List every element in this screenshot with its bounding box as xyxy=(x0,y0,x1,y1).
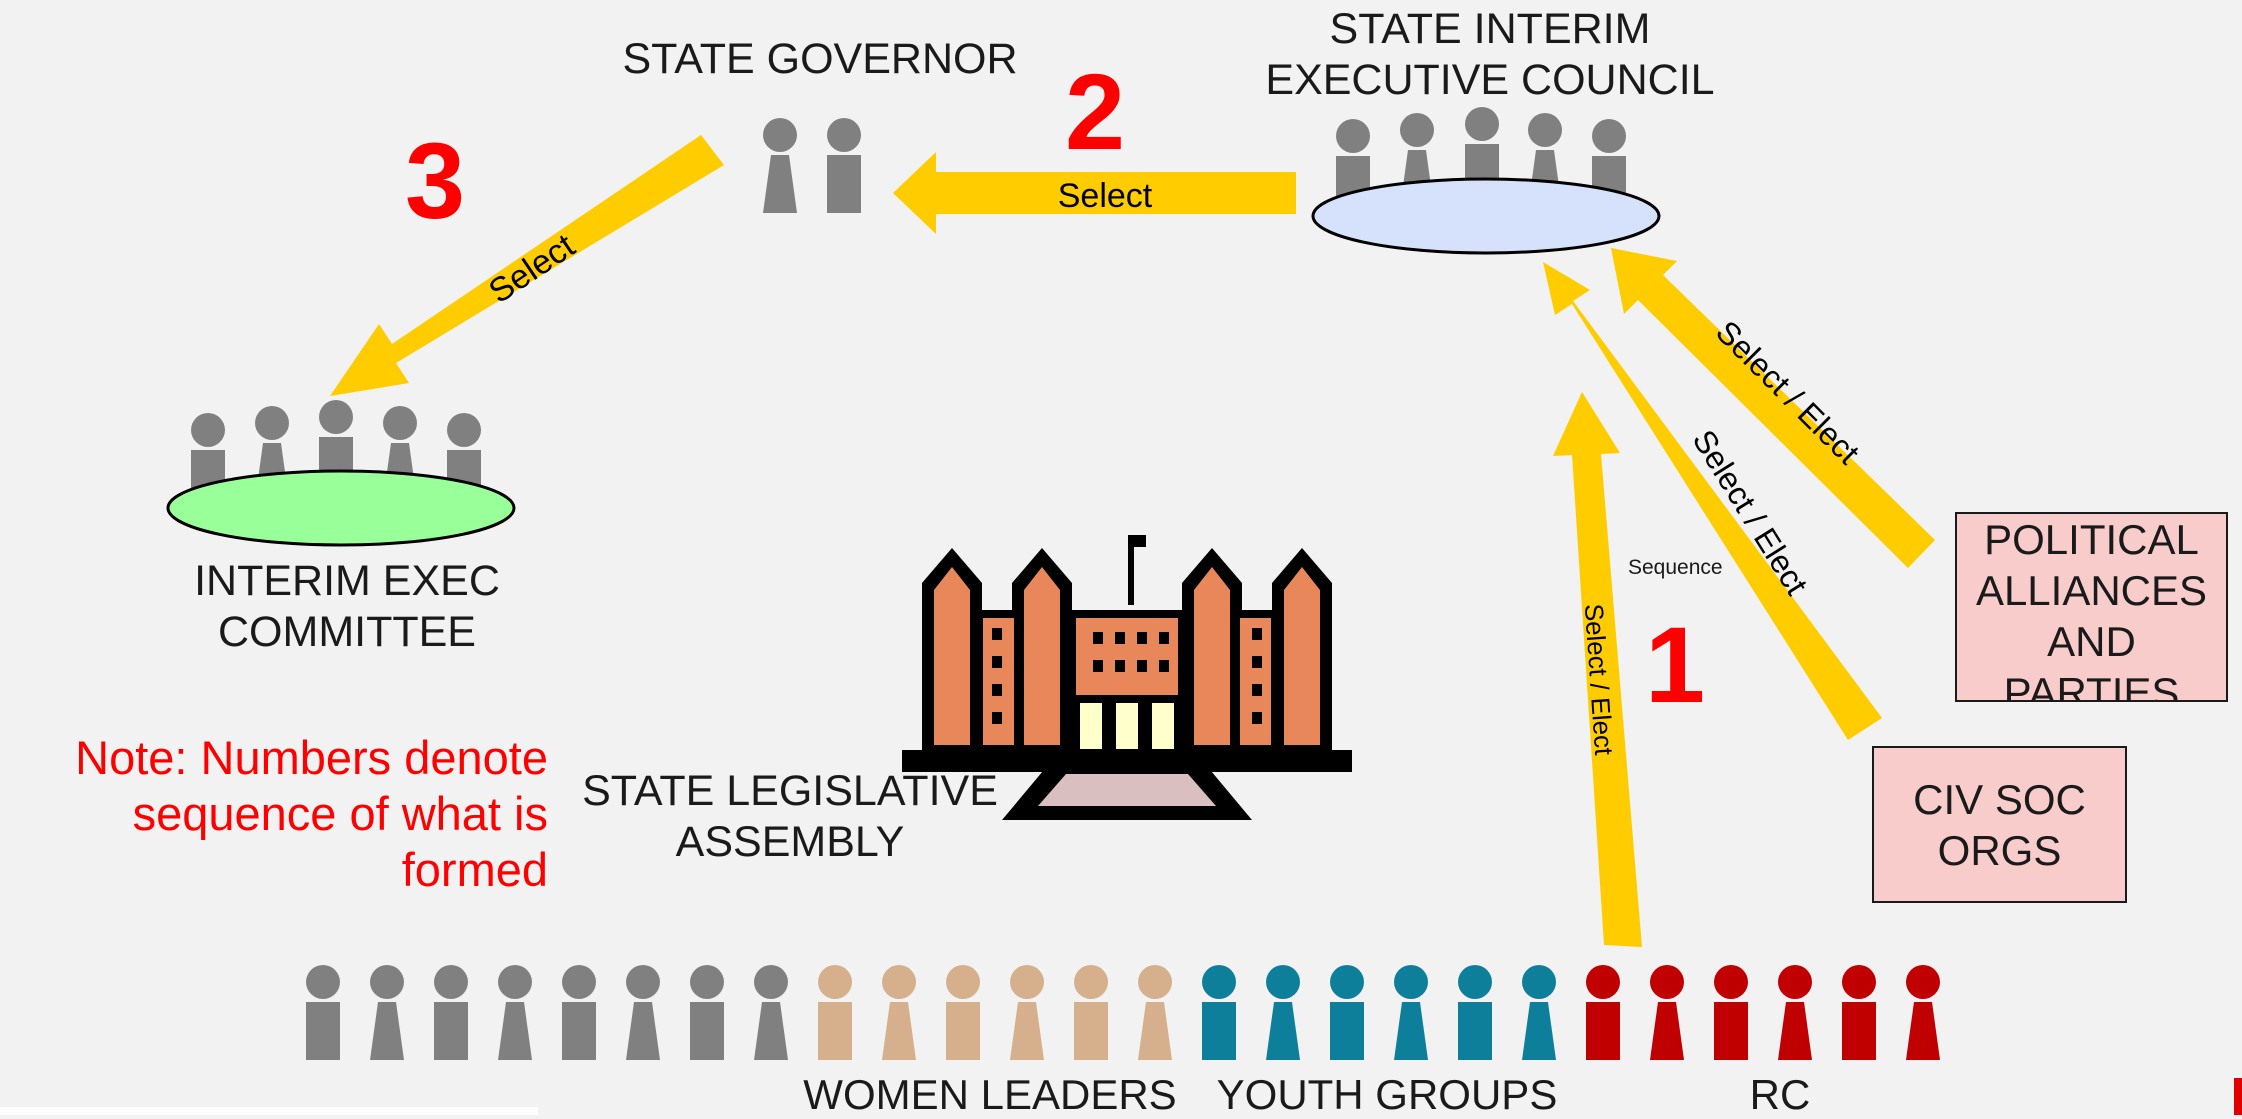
person-icon xyxy=(306,965,340,1060)
person-icon xyxy=(626,965,660,1060)
arrow-parties-to-council xyxy=(1611,248,1935,568)
sequence-note: Note: Numbers denote sequence of what is… xyxy=(75,731,548,896)
arrow-label-governor-to-committee: Select xyxy=(482,226,582,311)
rc-member-icon xyxy=(1650,965,1684,1060)
political-alliances-box: POLITICAL ALLIANCES AND PARTIES xyxy=(1955,512,2228,702)
interim-exec-committee-label: INTERIM EXEC COMMITTEE xyxy=(194,557,500,656)
person-icon xyxy=(690,965,724,1060)
arrow-civsoc-to-council xyxy=(1543,262,1882,740)
youth-group-icon xyxy=(1266,965,1300,1060)
youth-group-icon xyxy=(1202,965,1236,1060)
state-interim-executive-council-label: STATE INTERIM EXECUTIVE COUNCIL xyxy=(1265,5,1715,104)
women-leader-icon xyxy=(882,965,916,1060)
state-legislative-assembly-label: STATE LEGISLATIVE ASSEMBLY xyxy=(582,767,998,866)
group-label-women-leaders: WOMEN LEADERS xyxy=(803,1071,1177,1118)
sequence-number-1: 1 xyxy=(1645,604,1706,725)
interim-exec-committee-icon xyxy=(166,400,516,547)
state-interim-executive-council-icon xyxy=(1311,107,1661,255)
arrow-council-to-governor xyxy=(893,152,1296,234)
women-leader-icon xyxy=(1138,965,1172,1060)
person-icon xyxy=(498,965,532,1060)
arrows xyxy=(330,135,1935,947)
state-governor-label: STATE GOVERNOR xyxy=(622,35,1018,83)
youth-group-icon xyxy=(1330,965,1364,1060)
rc-member-icon xyxy=(1586,965,1620,1060)
youth-group-icon xyxy=(1522,965,1556,1060)
women-leader-icon xyxy=(1074,965,1108,1060)
rc-member-icon xyxy=(1906,965,1940,1060)
rc-member-icon xyxy=(1714,965,1748,1060)
group-label-rc: RC xyxy=(1749,1071,1811,1118)
arrow-base-to-council xyxy=(1553,392,1642,947)
legislative-building-icon xyxy=(902,535,1352,820)
rc-member-icon xyxy=(1842,965,1876,1060)
women-leader-icon xyxy=(946,965,980,1060)
committee-table xyxy=(166,469,516,547)
bottom-strip xyxy=(0,1107,538,1115)
person-icon xyxy=(763,118,797,213)
council-table xyxy=(1311,177,1661,255)
sequence-number-2: 2 xyxy=(1065,51,1126,172)
youth-group-icon xyxy=(1394,965,1428,1060)
youth-group-icon xyxy=(1458,965,1492,1060)
person-icon xyxy=(827,118,861,213)
corner-marker xyxy=(2234,1078,2242,1115)
person-icon xyxy=(370,965,404,1060)
state-governor-icon xyxy=(763,118,861,213)
women-leader-icon xyxy=(1010,965,1044,1060)
person-icon xyxy=(562,965,596,1060)
building-towers xyxy=(922,548,1332,750)
rc-member-icon xyxy=(1778,965,1812,1060)
women-leader-icon xyxy=(818,965,852,1060)
person-icon xyxy=(434,965,468,1060)
base-population-icons xyxy=(306,965,1940,1060)
sequence-label: Sequence xyxy=(1628,556,1723,579)
sequence-number-3: 3 xyxy=(405,120,466,241)
civ-soc-orgs-box: CIV SOC ORGS xyxy=(1872,746,2127,903)
group-label-youth-groups: YOUTH GROUPS xyxy=(1216,1071,1558,1118)
arrow-governor-to-committee xyxy=(330,135,724,396)
arrow-label-council-to-governor: Select xyxy=(1058,177,1153,215)
person-icon xyxy=(754,965,788,1060)
